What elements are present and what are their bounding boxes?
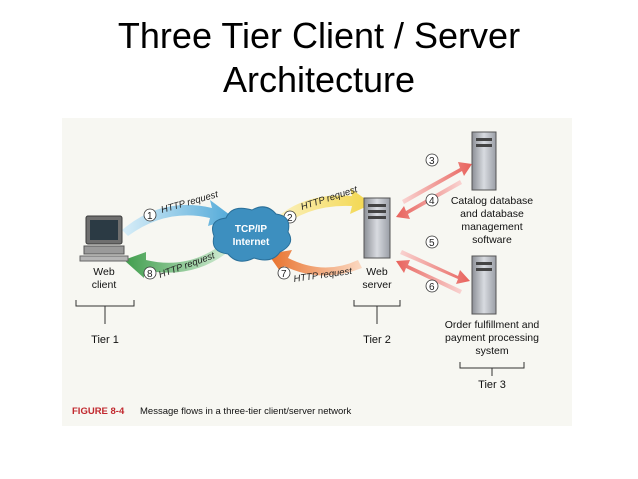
flow-1-number: 1 [147,211,153,222]
flow-6-number: 6 [429,282,435,293]
internet-cloud: TCP/IP Internet [212,206,292,262]
catalog-label-line2: and database [460,208,524,220]
flow-arrow-8: 8 HTTP request [124,244,228,281]
flow-5-number: 5 [429,238,435,249]
flow-1-marker [143,208,157,222]
web-client-label-line1: Web [93,266,115,278]
catalog-label-line3: management [461,221,522,233]
flow-5-marker [425,235,439,249]
three-tier-diagram: 1 HTTP request 2 HTTP request 7 HTTP req… [62,118,572,426]
flow-7-marker [277,266,291,280]
web-client-computer-icon [79,215,129,262]
tier-1-bracket [75,300,135,324]
flow-arrow-7: 7 HTTP request [268,250,362,285]
flow-arrow-3: 3 [402,153,472,204]
order-label-line3: system [475,345,509,357]
web-server-label-line2: server [362,279,392,291]
flow-arrow-4: 4 [396,180,462,219]
order-server-icon [471,255,497,315]
order-label-line2: payment processing [445,332,539,344]
catalog-label-line4: software [472,234,512,246]
tier-3-bracket [459,362,525,376]
web-client-label-line2: client [92,279,117,291]
order-label-line1: Order fulfillment and [445,319,540,331]
flow-arrow-6: 6 [396,260,462,294]
flow-3-number: 3 [429,156,435,167]
slide-title-line2: Architecture [222,59,416,100]
internet-label-line2: Internet [233,237,270,248]
diagram-canvas: 1 HTTP request 2 HTTP request 7 HTTP req… [72,131,540,417]
flow-4-number: 4 [429,196,435,207]
flow-arrow-5: 5 [400,235,470,284]
flow-8-marker [143,266,157,280]
flow-4-marker [425,193,439,207]
flow-3-marker [425,153,439,167]
web-server-icon [363,197,391,259]
internet-label-line1: TCP/IP [235,224,268,235]
flow-7-number: 7 [281,269,287,280]
figure-caption: Message flows in a three-tier client/ser… [140,406,351,417]
tier-2-bracket [353,300,401,324]
slide-title-line1: Three Tier Client / Server [117,15,521,56]
tier-1-label: Tier 1 [91,334,119,346]
flow-8-number: 8 [147,269,153,280]
flow-6-marker [425,279,439,293]
slide-title: Three Tier Client / Server Architecture [0,14,638,102]
tier-2-label: Tier 2 [363,334,391,346]
tier-3-label: Tier 3 [478,379,506,391]
flow-2-number: 2 [287,213,293,224]
catalog-server-icon [471,131,497,191]
catalog-label-line1: Catalog database [451,195,533,207]
web-server-label-line1: Web [366,266,388,278]
figure-number: FIGURE 8-4 [72,406,125,417]
